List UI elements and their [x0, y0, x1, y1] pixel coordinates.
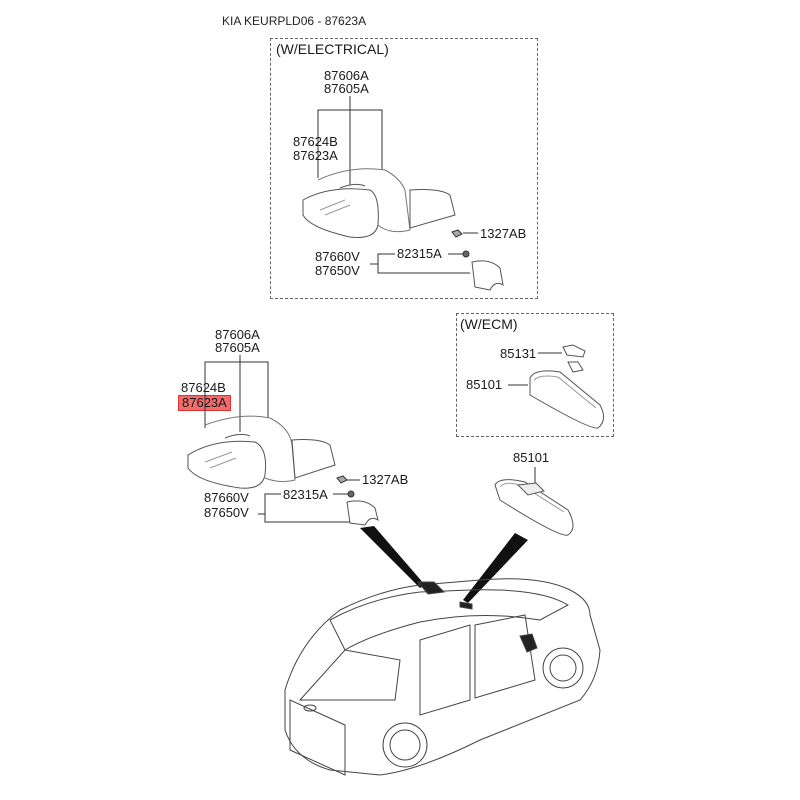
part-label-87605A[interactable]: 87605A: [324, 81, 369, 96]
part-label-87624B[interactable]: 87624B: [181, 380, 226, 395]
electrical-side-mirror-drawing: [302, 168, 504, 291]
part-label-85131[interactable]: 85131: [500, 346, 537, 361]
electrical-leader-lines: [317, 96, 478, 274]
part-label-85101[interactable]: 85101: [466, 377, 503, 392]
part-label-82315A[interactable]: 82315A: [397, 246, 442, 261]
part-label-87606A[interactable]: 87606A: [215, 327, 260, 342]
electrical-group-box: [270, 38, 538, 299]
part-label-82315A[interactable]: 82315A: [283, 487, 328, 502]
part-label-87660V[interactable]: 87660V: [204, 490, 249, 505]
ecm-group-box: [456, 313, 614, 437]
part-label-87624B[interactable]: 87624B: [293, 134, 338, 149]
part-label-1327AB[interactable]: 1327AB: [480, 226, 527, 241]
part-label-87605A[interactable]: 87605A: [215, 340, 260, 355]
part-label-87660V[interactable]: 87660V: [315, 249, 360, 264]
manual-leader-lines: [204, 355, 360, 523]
selected-part-label-87623A[interactable]: 87623A: [178, 395, 231, 411]
part-label-1327AB[interactable]: 1327AB: [362, 472, 409, 487]
part-label-87650V[interactable]: 87650V: [315, 263, 360, 278]
part-label-85101[interactable]: 85101: [513, 450, 550, 465]
diagram-title: KIA KEURPLD06 - 87623A: [222, 14, 367, 28]
part-label-87623A[interactable]: 87623A: [293, 148, 338, 163]
manual-side-mirror-drawing: [187, 415, 379, 526]
inside-mirror-drawing: [494, 467, 574, 536]
part-label-87606A[interactable]: 87606A: [324, 68, 369, 83]
ecm-group-header: (W/ECM): [460, 316, 518, 332]
ecm-mirror-drawing: [508, 344, 604, 429]
part-label-87650V[interactable]: 87650V: [204, 505, 249, 520]
location-pointers: [360, 526, 528, 603]
electrical-group-header: (W/ELECTRICAL): [276, 41, 389, 57]
car-illustration: [284, 578, 601, 776]
